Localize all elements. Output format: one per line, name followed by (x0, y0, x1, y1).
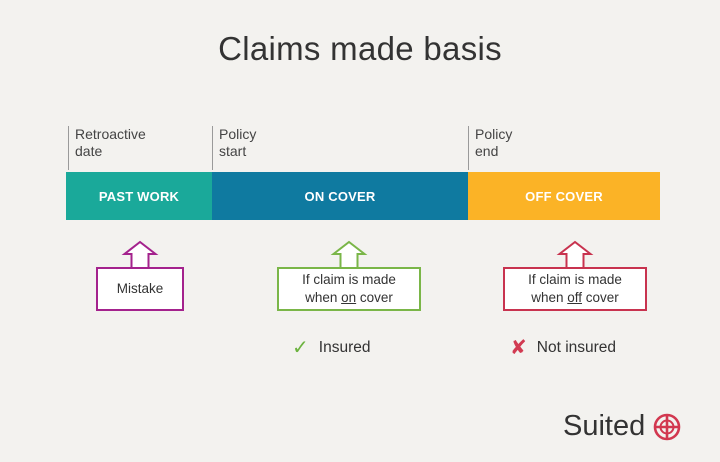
callout-mistake: Mistake (96, 240, 184, 311)
marker-policy-start: Policy start (212, 126, 256, 170)
callout-arrow (121, 240, 159, 270)
status-label: Insured (318, 339, 371, 356)
callout-line1: If claim is made (302, 272, 396, 287)
segment-on-cover: ON COVER (212, 172, 468, 220)
callout-text: Mistake (116, 281, 164, 296)
callout-on-cover: If claim is made when on cover (277, 240, 421, 311)
marker-label-line2: date (75, 143, 103, 159)
marker-label-line1: Policy (475, 126, 513, 142)
emphasis-off: off (567, 290, 583, 305)
segment-off-cover: OFF COVER (468, 172, 660, 220)
diagram-title: Claims made basis (218, 30, 502, 67)
brand-name: Suited (563, 410, 646, 442)
status-label: Not insured (536, 339, 617, 356)
check-icon: ✓ (292, 337, 309, 359)
callout-arrow (330, 240, 368, 270)
callout-off-cover: If claim is made when off cover (503, 240, 647, 311)
callout-line1: If claim is made (528, 272, 622, 287)
marker-label-line2: start (219, 143, 247, 159)
cross-icon: ✘ (510, 337, 527, 359)
marker-retroactive-date: Retroactive date (68, 126, 146, 170)
emphasis-on: on (341, 290, 357, 305)
callout-line2: when off cover (531, 290, 619, 305)
callout-box: If claim is made when off cover (503, 267, 647, 311)
segment-past-work: PAST WORK (66, 172, 212, 220)
marker-label-line2: end (475, 143, 499, 159)
callout-box: Mistake (96, 267, 184, 311)
marker-label-line1: Retroactive (75, 126, 146, 142)
plus-circle-icon (653, 413, 681, 440)
callout-line2: when on cover (305, 290, 393, 305)
brand-logo: Suited (563, 410, 681, 443)
status-not-insured: ✘ Not insured (510, 338, 616, 358)
callout-box: If claim is made when on cover (277, 267, 421, 311)
callout-arrow (556, 240, 594, 270)
status-insured: ✓ Insured (292, 338, 370, 358)
marker-policy-end: Policy end (468, 126, 512, 170)
marker-label-line1: Policy (219, 126, 257, 142)
